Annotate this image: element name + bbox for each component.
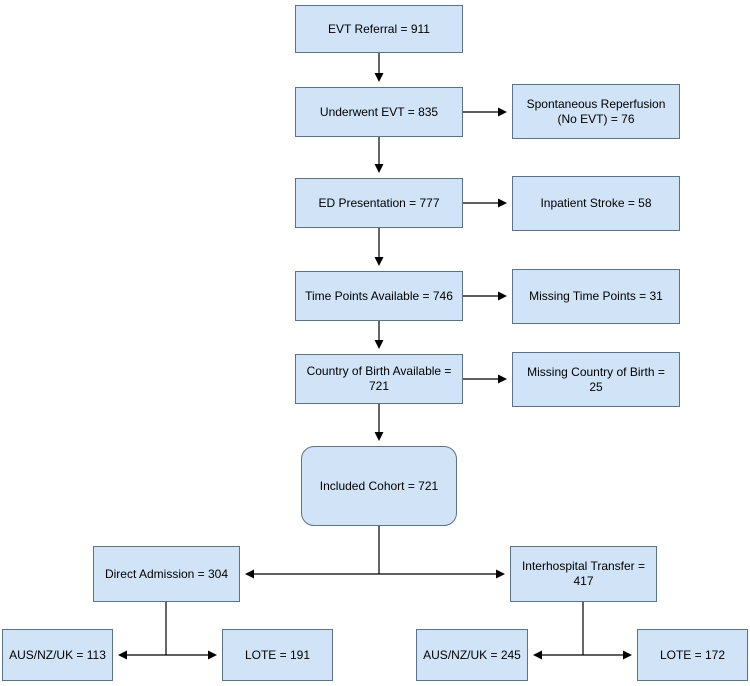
node-lote-direct: LOTE = 191 [222, 629, 333, 681]
node-evt-referral: EVT Referral = 911 [295, 5, 463, 53]
node-aus-nz-uk-direct: AUS/NZ/UK = 113 [2, 629, 113, 681]
node-underwent-evt: Underwent EVT = 835 [295, 87, 463, 137]
node-spontaneous-reperfusion: Spontaneous Reperfusion (No EVT) = 76 [512, 84, 680, 139]
node-interhospital-transfer: Interhospital Transfer = 417 [510, 546, 657, 602]
node-missing-country-of-birth: Missing Country of Birth = 25 [512, 352, 680, 407]
node-inpatient-stroke: Inpatient Stroke = 58 [512, 176, 680, 231]
node-lote-transfer: LOTE = 172 [637, 629, 748, 681]
node-missing-time-points: Missing Time Points = 31 [512, 269, 680, 324]
node-time-points-available: Time Points Available = 746 [295, 271, 463, 321]
node-country-of-birth-available: Country of Birth Available = 721 [295, 354, 463, 404]
node-aus-nz-uk-transfer: AUS/NZ/UK = 245 [416, 629, 528, 681]
node-direct-admission: Direct Admission = 304 [93, 546, 240, 602]
node-included-cohort: Included Cohort = 721 [301, 446, 457, 526]
node-ed-presentation: ED Presentation = 777 [295, 178, 463, 228]
